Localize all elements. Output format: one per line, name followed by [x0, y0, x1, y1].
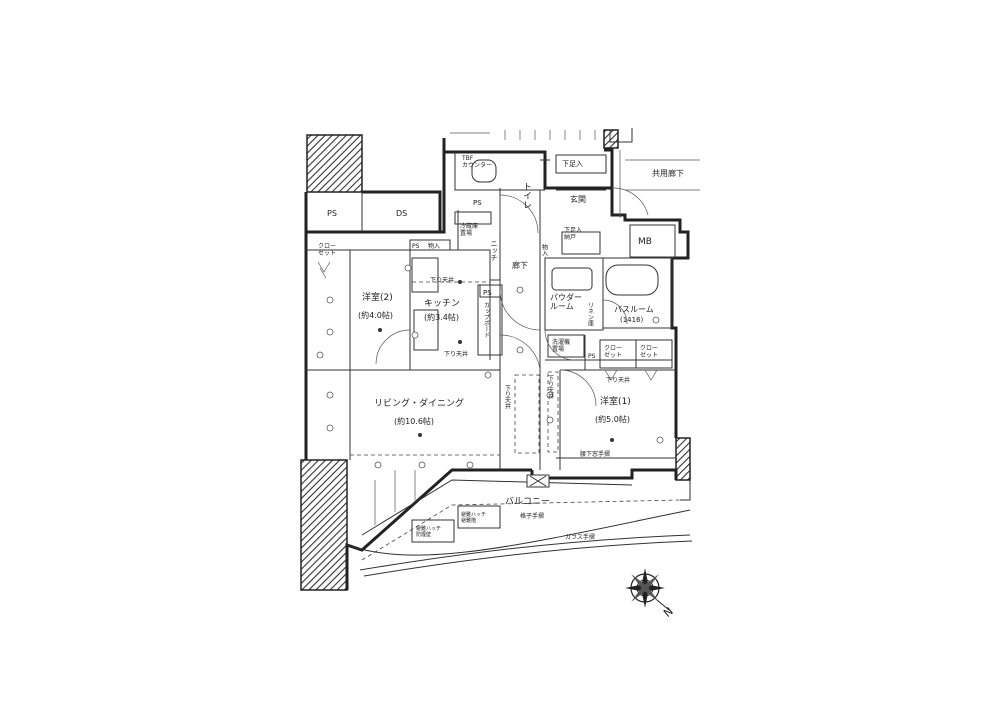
label-lowered-ceiling-kitchen: 下り天井	[430, 276, 454, 284]
ceiling-lights	[316, 264, 664, 469]
label-living-size: (約10.6帖)	[394, 416, 434, 426]
label-bathroom-size: (1416)	[620, 316, 644, 324]
label-ds: DS	[396, 209, 407, 218]
label-bedroom2-size: (約4.0帖)	[358, 310, 393, 320]
label-window-sill: 腰下窓手摺	[580, 450, 610, 458]
north-mark: N	[661, 605, 676, 620]
label-lowered-ceiling-hall: 下り天井	[547, 375, 554, 400]
label-lattice-rail: 格子手摺	[520, 512, 544, 520]
label-living-name: リビング・ダイニング	[374, 397, 464, 409]
label-lowered-ceiling-b1: 下り天井	[606, 376, 630, 384]
label-entrance: 玄関	[570, 194, 586, 204]
label-appliance: 冷蔵庫置場	[460, 222, 478, 237]
label-linen: リネン庫	[587, 302, 594, 327]
label-bedroom1-name: 洋室(1)	[600, 395, 631, 407]
label-niche: ニッチ	[490, 240, 498, 261]
interior-walls	[306, 152, 676, 470]
label-bedroom1-size: (約5.0帖)	[595, 414, 630, 424]
label-ps-powder: PS	[588, 353, 596, 360]
label-closet-b1-b: クローゼット	[640, 345, 658, 359]
label-closet-bedroom2: クローゼット	[318, 243, 336, 257]
label-ps-top-left: PS	[327, 209, 337, 218]
label-bathroom-name: バスルーム	[614, 305, 654, 314]
label-shoe-cabinet: 下足入納戸	[564, 227, 582, 241]
label-washer: 洗濯機置場	[552, 338, 570, 353]
label-cupboard: カップボード	[483, 302, 490, 338]
balcony	[346, 128, 693, 577]
doors	[317, 187, 658, 407]
ceiling-lines	[350, 281, 559, 456]
label-glass-rail: ガラス手摺	[565, 533, 595, 541]
label-ac-unit-a: 避難ハッチ防煙壁	[416, 525, 441, 538]
label-ps-toilet: PS	[473, 199, 482, 207]
label-shared-corridor: 共用廊下	[652, 168, 684, 178]
label-lowered-ceiling-ldk2: 下り天井	[504, 385, 511, 410]
label-shoe-storage-top: 下足入	[562, 160, 583, 168]
outer-walls	[304, 138, 690, 590]
label-kitchen-size: (約3.4帖)	[424, 312, 459, 322]
label-toilet: トイレ	[521, 182, 532, 209]
label-corridor: 廊下	[512, 260, 528, 270]
label-mb: MB	[638, 237, 652, 247]
label-closet-b1-a: クローゼット	[604, 345, 622, 359]
label-ps-kitchen: PS	[483, 289, 492, 297]
label-balcony: バルコニー	[505, 496, 550, 507]
facade-lines	[450, 130, 700, 218]
label-powder-room: パウダールーム	[550, 292, 582, 311]
label-storage-bedroom2: 物入	[428, 242, 440, 250]
compass-rose-icon	[625, 568, 670, 611]
label-bedroom2-name: 洋室(2)	[362, 291, 393, 303]
structural-columns	[300, 129, 691, 591]
label-ps-bedroom2: PS	[412, 243, 420, 250]
label-ac-unit-b: 避難ハッチ避難階	[461, 511, 486, 524]
label-storage-corridor: 物入	[541, 243, 548, 256]
label-kitchen-name: キッチン	[424, 298, 460, 309]
label-lowered-ceiling-ldk: 下り天井	[444, 350, 468, 358]
